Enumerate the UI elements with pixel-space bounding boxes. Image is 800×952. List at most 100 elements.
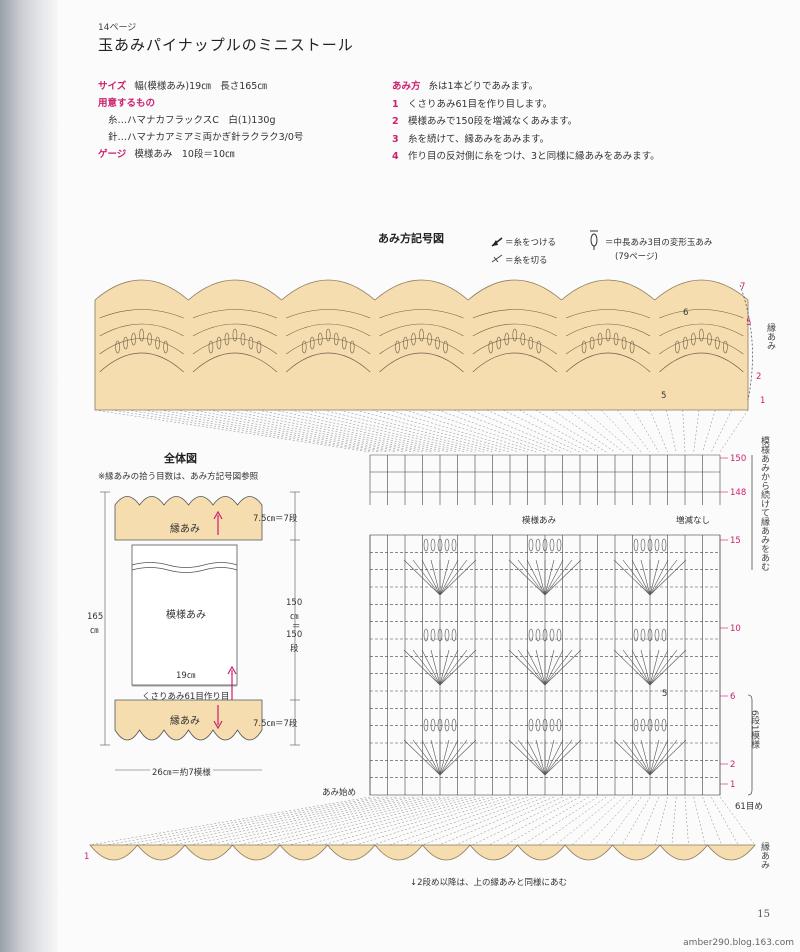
fan-line: [222, 796, 441, 846]
fan-line: [584, 409, 633, 453]
overview-body-h5: 段: [290, 644, 299, 654]
fan-stitch: [544, 739, 564, 776]
fan-line: [421, 409, 546, 453]
bobble-stitch: [430, 538, 436, 552]
bobble-stitch: [423, 538, 429, 552]
border-arc: [379, 338, 464, 355]
fan-line: [671, 796, 677, 846]
bobble-stitch: [715, 336, 720, 350]
fan-stitch: [544, 559, 582, 596]
fan-stitch: [622, 559, 651, 596]
fan-line: [455, 796, 563, 846]
fan-line: [405, 409, 537, 453]
pattern-info: サイズ幅(模様あみ)19㎝ 長さ165㎝ 用意するもの 糸…ハマナカフラックスC…: [98, 78, 388, 163]
fan-stitch: [544, 649, 555, 686]
fan-line: [89, 796, 371, 846]
overview-body-h3: ＝: [292, 622, 301, 632]
fan-stitch: [403, 649, 441, 686]
fan-stitch: [640, 559, 651, 596]
fan-stitch: [439, 559, 459, 596]
bobble-stitch: [423, 628, 429, 642]
fan-stitch: [613, 559, 651, 596]
body-row-150: 150: [730, 454, 747, 464]
side-note: 模様あみから続けて縁あみをあむ: [759, 436, 769, 571]
fan-stitch: [544, 649, 573, 686]
fan-line: [323, 409, 493, 453]
bobble-stitch: [661, 718, 667, 732]
overview-diagram: [100, 491, 300, 771]
bobble-stitch: [147, 332, 152, 346]
fan-stitch: [622, 739, 651, 776]
border-arc: [192, 323, 278, 337]
fan-line: [682, 409, 686, 453]
border-arc: [286, 338, 371, 355]
overview-border-height-bottom: 7.5㎝＝7段: [253, 719, 298, 729]
fan-stitch: [508, 739, 546, 776]
fan-line: [405, 796, 537, 846]
fan-line: [290, 409, 476, 453]
bobble-stitch: [232, 328, 238, 342]
fan-stitch: [421, 739, 441, 776]
fan-stitch: [640, 649, 651, 686]
fan-line: [454, 409, 563, 453]
fan-stitch: [508, 649, 546, 686]
fan-line: [339, 796, 502, 846]
fan-stitch: [439, 649, 468, 686]
border-arc: [472, 323, 557, 337]
overview-total-1: 165: [87, 612, 104, 622]
fan-line: [256, 796, 458, 846]
fan-line: [156, 796, 406, 846]
body-lower-grid: [369, 534, 721, 796]
bobble-stitch: [647, 628, 653, 642]
bobble-stitch: [581, 340, 587, 354]
fan-stitch: [439, 559, 477, 596]
overview-border-height-top: 7.5㎝＝7段: [253, 514, 298, 524]
bobble-stitch: [549, 628, 555, 642]
bobble-stitch: [661, 538, 667, 552]
bobble-stitch: [675, 340, 680, 354]
fan-line: [143, 409, 397, 453]
fan-line: [355, 796, 511, 846]
fan-stitch: [649, 739, 669, 776]
fan-line: [600, 409, 642, 453]
bobble-stitch: [444, 538, 450, 552]
bobble-stitch: [395, 340, 400, 354]
legend-attach: ＝糸をつける: [505, 238, 557, 248]
chart-pattern-label: 模様あみ: [522, 516, 557, 526]
bobble-stitch: [605, 328, 611, 342]
fan-line: [94, 409, 371, 453]
fan-line: [322, 796, 493, 846]
overview-body-h1: 150: [286, 598, 303, 608]
fan-line: [711, 409, 732, 453]
fan-stitch: [439, 739, 450, 776]
bobble-stitch: [597, 332, 603, 346]
page-title: 玉あみパイナップルのミニストール: [98, 36, 354, 54]
border-arc: [565, 323, 651, 337]
border-arc: [379, 323, 464, 337]
bobble-stitch: [139, 328, 144, 342]
bobble-stitch: [411, 332, 416, 346]
bobble-stitch: [556, 628, 562, 642]
bobble-stitch: [542, 628, 548, 642]
fan-stitch: [508, 559, 546, 596]
fan-stitch: [439, 649, 450, 686]
chart-heading: あみ方記号図: [378, 232, 444, 245]
step-text: 模様あみで150段を増減なくあみます。: [408, 116, 578, 127]
bobble-stitch: [654, 718, 660, 732]
fan-stitch: [613, 739, 651, 776]
step-text: 糸を続けて、縁あみをあみます。: [408, 133, 550, 145]
bobble-stitch: [542, 538, 548, 552]
gauge-label: ゲージ: [98, 149, 127, 160]
overview-width: 19㎝: [176, 671, 196, 681]
fan-line: [209, 409, 432, 453]
fan-stitch: [430, 649, 441, 686]
fan-line: [192, 409, 423, 453]
bobble-stitch: [683, 336, 688, 350]
bobble-stitch: [437, 538, 443, 552]
fan-line: [206, 796, 432, 846]
fan-stitch: [544, 559, 555, 596]
fan-stitch: [640, 739, 651, 776]
bobble-stitch: [430, 718, 436, 732]
fan-line: [307, 409, 484, 453]
